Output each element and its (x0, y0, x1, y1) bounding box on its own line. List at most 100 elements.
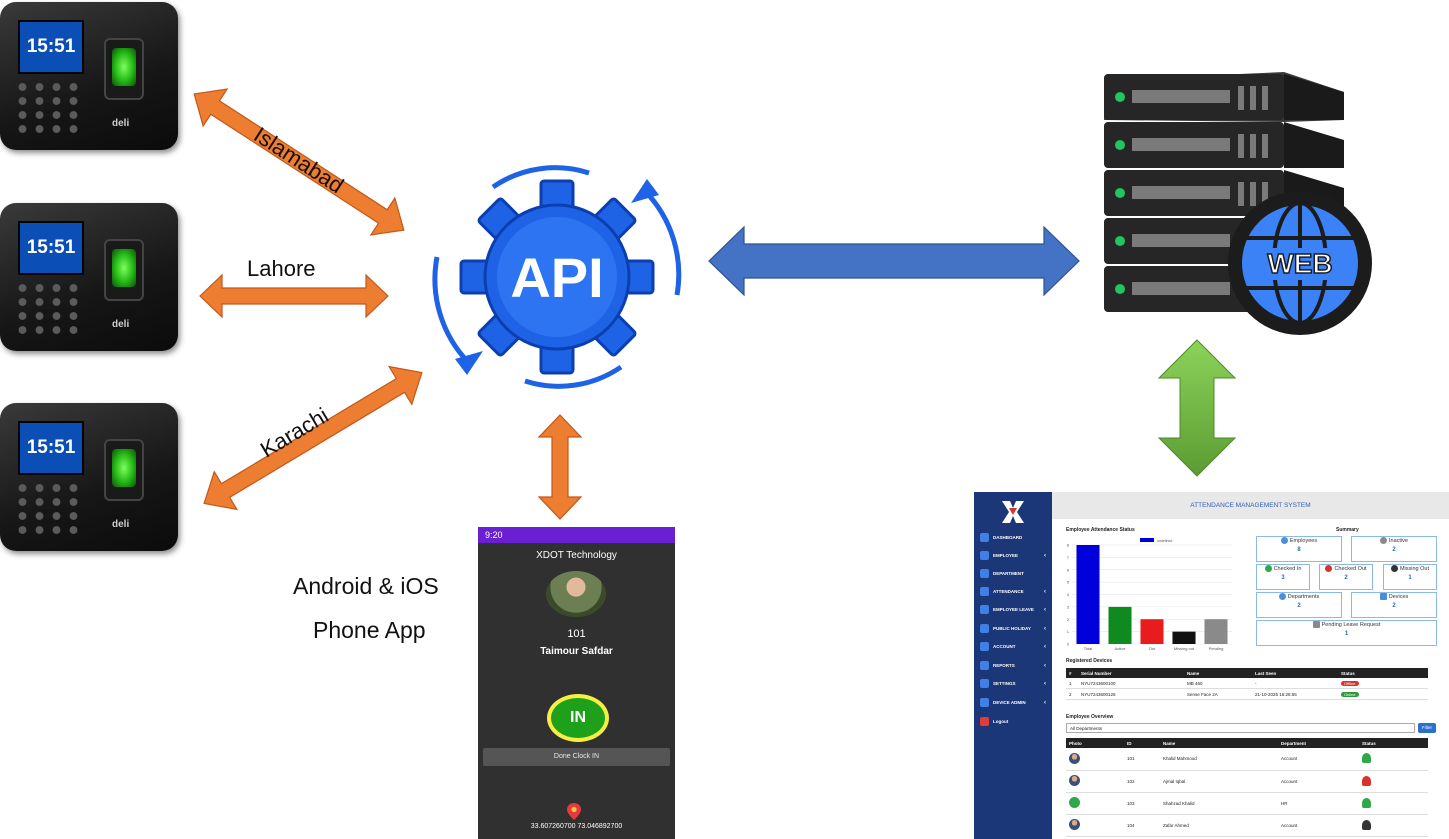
attendance-dashboard: DASHBOARD EMPLOYEE‹ DEPARTMENT ATTENDANC… (974, 492, 1449, 839)
web-server-icon: WEB (1104, 72, 1372, 335)
status-user-icon (1362, 797, 1371, 808)
employee-photo (546, 571, 606, 617)
chart-y-tick-label: 4 (1067, 592, 1070, 597)
status-time: 9:20 (485, 530, 503, 540)
nav-logout[interactable]: Logout (980, 715, 1050, 729)
app-logo-icon (1002, 501, 1024, 523)
fingerprint-sensor-icon (104, 38, 144, 100)
status-badge: Offline (1341, 680, 1359, 686)
avatar (1069, 797, 1080, 808)
status-user-icon (1362, 753, 1371, 764)
employee-overview-table: Photo ID Name Department Status 101 Khal… (1066, 738, 1428, 837)
user-missing-icon (1390, 565, 1398, 572)
table-row[interactable]: 101 Khalid Mahmood Account (1066, 748, 1428, 771)
chart-x-tick-label: Out (1149, 646, 1156, 651)
fingerprint-sensor-icon (104, 439, 144, 501)
clock-status-message: Done Clock IN (483, 748, 670, 766)
table-row[interactable]: 103 Shahzad Khalid HR (1066, 792, 1428, 815)
chart-y-tick-label: 6 (1067, 567, 1070, 572)
chart-bar-pending (1204, 619, 1228, 644)
gps-coordinates: 33.607260700 73.046892700 (530, 823, 623, 830)
employee-name: Taimour Safdar (540, 646, 613, 657)
location-pin-icon (567, 803, 581, 820)
device-brand: deli (112, 319, 130, 330)
dashboard-sidebar: DASHBOARD EMPLOYEE‹ DEPARTMENT ATTENDANC… (974, 492, 1052, 839)
summary-title: Summary (1336, 527, 1359, 533)
biometric-device-karachi: 15:51 deli (0, 403, 178, 553)
report-icon (980, 661, 989, 671)
nav-settings[interactable]: SETTINGS‹ (980, 677, 1050, 691)
device-keypad (14, 281, 84, 339)
chart-y-tick-label: 5 (1067, 580, 1070, 585)
company-name: XDOT Technology (536, 550, 617, 561)
calendar-icon (980, 624, 989, 634)
nav-dashboard[interactable]: DASHBOARD (980, 531, 1050, 545)
nav-public-holiday[interactable]: PUBLIC HOLIDAY‹ (980, 622, 1050, 636)
table-row[interactable]: 102 Ajmal Iqbal Account (1066, 770, 1428, 793)
api-gear-icon: API (432, 155, 682, 399)
nav-employee[interactable]: EMPLOYEE‹ (980, 549, 1050, 563)
table-row[interactable]: 2 NYU7243600126 Sense Face 2A 21-10-2025… (1066, 688, 1428, 700)
mobile-app-screen: 9:20 XDOT Technology 101 Taimour Safdar … (478, 527, 675, 839)
chart-y-tick-label: 3 (1067, 604, 1070, 609)
device-brand: deli (112, 118, 130, 129)
user-icon (980, 551, 989, 561)
chart-x-tick-label: Pending (1209, 646, 1224, 651)
nav-account[interactable]: ACCOUNT‹ (980, 640, 1050, 654)
phone-api-arrow (537, 414, 583, 520)
devices-table: # Serial Number Name Last Seen Status 1 … (1066, 668, 1428, 700)
server-dashboard-arrow (1157, 339, 1237, 477)
table-row[interactable]: 104 Zafar Ahmed Account (1066, 814, 1428, 837)
devices-section-title: Registered Devices (1066, 658, 1113, 664)
chart-x-tick-label: Missing out (1174, 646, 1195, 651)
clock-in-button[interactable]: IN (547, 694, 609, 742)
status-user-icon (1362, 775, 1371, 786)
status-badge: Online (1341, 691, 1359, 697)
device-screen: 15:51 (18, 421, 84, 475)
karachi-arrow (203, 365, 423, 511)
chart-y-tick-label: 0 (1067, 642, 1070, 647)
logout-icon (980, 717, 989, 727)
table-row[interactable]: 1 NYU7243600100 MB 460 - Offline (1066, 678, 1428, 689)
islamabad-arrow (193, 88, 405, 236)
avatar (1069, 819, 1080, 830)
device-keypad (14, 481, 84, 539)
nav-device-admin[interactable]: DEVICE ADMIN‹ (980, 696, 1050, 710)
sitemap-icon (1278, 593, 1286, 600)
chart-bar-out (1140, 619, 1164, 644)
overview-section-title: Employee Overview (1066, 714, 1114, 720)
biometric-device-lahore: 15:51 deli (0, 203, 178, 353)
label-phone-platforms: Android & iOS (293, 573, 439, 599)
nav-attendance[interactable]: ATTENDANCE‹ (980, 585, 1050, 599)
overview-table-header: Photo ID Name Department Status (1066, 738, 1428, 748)
device-icon (980, 698, 989, 708)
filter-button[interactable]: Filter (1418, 723, 1436, 733)
nav-employee-leave[interactable]: EMPLOYEE LEAVE‹ (980, 603, 1050, 617)
fingerprint-sensor-icon (104, 239, 144, 301)
avatar (1069, 752, 1080, 764)
dashboard-title: ATTENDANCE MANAGEMENT SYSTEM (1052, 492, 1449, 519)
users-icon (1280, 537, 1288, 544)
user-out-icon (1325, 565, 1333, 572)
calendar-icon (980, 605, 989, 615)
device-brand: deli (112, 519, 130, 530)
nav-department[interactable]: DEPARTMENT (980, 567, 1050, 581)
device-keypad (14, 80, 84, 138)
department-select[interactable]: All Departments (1066, 723, 1415, 733)
home-icon (980, 533, 989, 543)
chart-title: Employee Attendance Status (1066, 527, 1135, 533)
nav-reports[interactable]: REPORTS‹ (980, 659, 1050, 673)
sitemap-icon (980, 569, 989, 579)
employee-id: 101 (567, 628, 586, 640)
user-icon (1380, 537, 1388, 544)
